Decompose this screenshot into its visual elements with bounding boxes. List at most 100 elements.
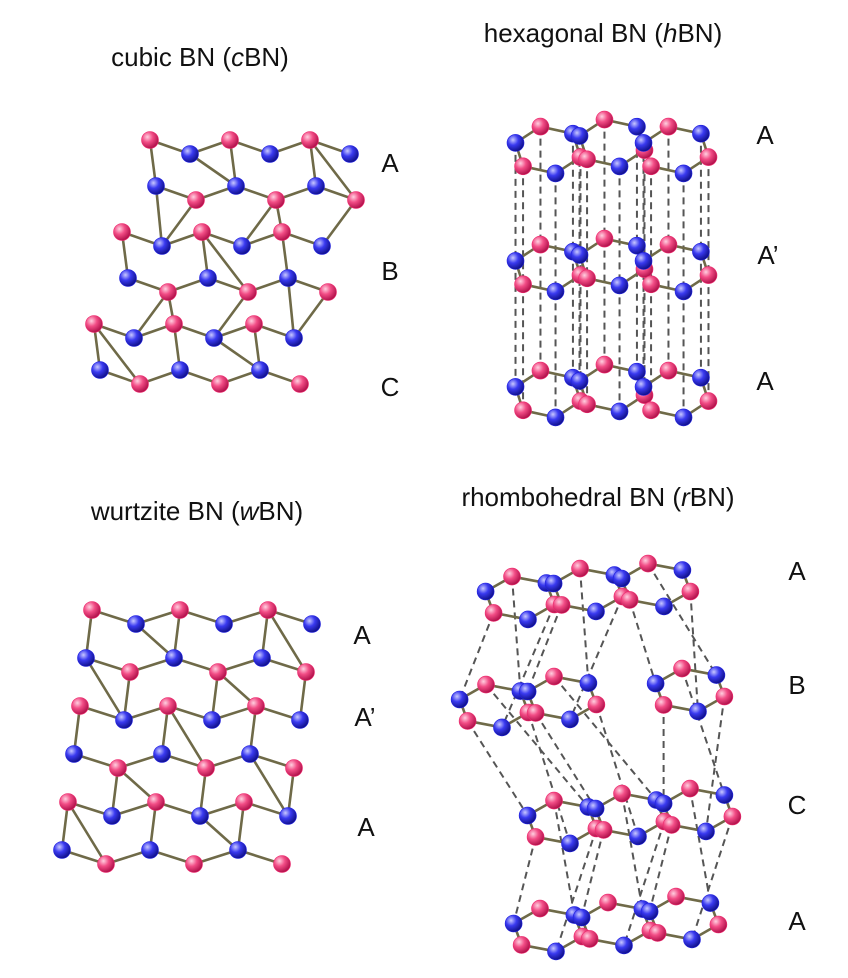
boron-atom [709,915,728,934]
boron-atom [531,117,550,136]
boron-atom [620,591,639,609]
nitrogen-atom [692,242,710,261]
nitrogen-atom [692,368,710,387]
boron-atom [648,924,667,942]
nitrogen-atom [707,666,726,684]
hexagonal-layer-label: A [756,120,774,150]
interlayer-bond [704,696,726,832]
nitrogen-atom [697,822,715,841]
boron-atom [165,315,183,333]
boron-atom [545,667,563,686]
boron-atom [187,191,205,209]
boron-atom [599,893,617,912]
nitrogen-atom [253,649,271,667]
boron-atom [595,229,614,248]
boron-atom [147,793,165,811]
wbn-structure [53,601,321,873]
boron-atom [245,315,263,333]
nitrogen-atom [546,282,565,301]
boron-atom [458,712,477,730]
rhombohedral-layer-label: C [788,790,807,820]
boron-atom [526,828,545,846]
bond-line [320,198,358,248]
hexagonal-layer-label: A [756,366,774,396]
bond-line [166,704,208,770]
boron-atom [654,696,673,714]
nitrogen-atom [628,117,646,136]
interlayer-bond [689,788,712,904]
nitrogen-atom [634,252,653,270]
nitrogen-atom [205,329,223,347]
boron-atom [571,559,589,578]
nitrogen-atom [544,574,563,593]
boron-atom [531,899,549,918]
boron-atom [715,687,734,706]
title-wurtzite: wurtzite BN (wBN) [90,496,303,526]
nitrogen-atom [103,807,121,825]
boron-atom [141,131,159,149]
nitrogen-atom [570,127,589,145]
nitrogen-atom [215,615,233,633]
hexagonal-layer-label: A’ [757,240,778,270]
boron-atom [239,283,257,301]
boron-atom [642,401,660,420]
nitrogen-atom [634,134,653,152]
nitrogen-atom [251,361,269,379]
boron-atom [71,697,89,715]
boron-atom [673,659,691,678]
boron-atom [484,604,503,622]
boron-atom [514,157,532,176]
nitrogen-atom [165,649,183,667]
interlayer-bond [681,668,726,796]
boron-atom [514,401,532,420]
cubic-layer-label: B [381,256,398,286]
interlayer-bond [580,829,605,918]
boron-atom [109,759,127,777]
nitrogen-atom [279,269,297,287]
bond-line [160,198,198,248]
interlayer-bond [458,612,495,700]
nitrogen-atom [313,237,331,255]
bond-line [286,276,296,340]
boron-atom [552,596,571,614]
nitrogen-atom [612,569,631,588]
nitrogen-atom [171,361,189,379]
boron-atom [273,223,291,241]
nitrogen-atom [655,597,673,616]
boron-atom [85,315,103,333]
bond-line [84,656,126,722]
boron-atom [659,361,678,380]
bond-line [212,290,250,340]
boron-atom [211,375,229,393]
nitrogen-atom [476,582,495,601]
boron-atom [319,283,337,301]
nitrogen-atom [640,902,659,921]
nitrogen-atom [227,177,245,195]
boron-atom [642,275,660,294]
boron-atom [512,936,531,954]
boron-atom [587,695,606,714]
boron-atom [171,601,189,619]
bond-line [188,152,238,188]
nitrogen-atom [561,710,579,729]
nitrogen-atom [586,799,605,818]
boron-atom [259,601,277,619]
nitrogen-atom [570,372,589,390]
nitrogen-atom [285,329,303,347]
bond-line [154,184,164,248]
interlayer-bond [628,599,657,684]
boron-atom [185,855,203,873]
nitrogen-atom [307,177,325,195]
bond-line [92,322,142,386]
wurtzite-layer-label: A’ [354,702,375,732]
boron-atom [301,131,319,149]
nitrogen-atom [303,615,321,633]
boron-atom [514,275,532,294]
interlayer-bond [648,824,673,912]
boron-atom [531,361,550,380]
boron-atom [247,697,265,715]
boron-atom [526,704,545,722]
nitrogen-atom [610,402,629,421]
nitrogen-atom [570,246,589,264]
